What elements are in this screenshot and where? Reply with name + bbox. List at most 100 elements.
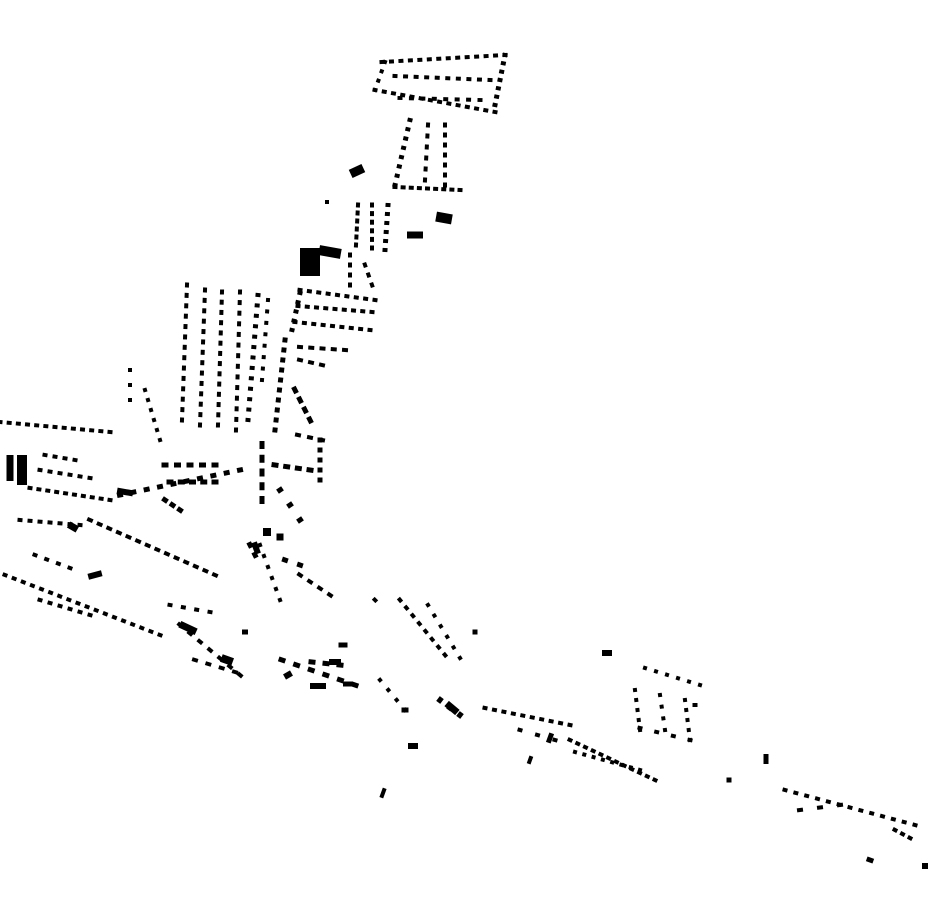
building xyxy=(400,145,407,151)
building xyxy=(80,493,87,499)
building xyxy=(336,676,345,684)
building xyxy=(6,420,12,426)
building xyxy=(466,77,472,82)
building xyxy=(306,467,314,473)
building xyxy=(803,793,810,799)
building xyxy=(664,672,670,678)
building xyxy=(116,487,134,497)
building xyxy=(317,467,323,473)
building xyxy=(392,73,398,79)
building xyxy=(307,666,316,674)
building xyxy=(96,521,104,528)
building xyxy=(151,417,157,423)
building xyxy=(371,596,379,604)
building xyxy=(199,370,205,376)
building xyxy=(311,321,317,327)
building xyxy=(259,468,265,477)
building xyxy=(500,60,507,66)
building xyxy=(398,58,404,64)
building xyxy=(294,465,303,472)
building xyxy=(178,621,198,635)
building xyxy=(293,309,299,314)
building xyxy=(661,716,666,721)
building xyxy=(670,733,677,739)
building xyxy=(27,518,33,524)
building xyxy=(36,486,42,492)
building xyxy=(634,697,639,703)
building xyxy=(251,541,261,555)
building xyxy=(344,293,350,299)
building xyxy=(319,346,326,351)
building xyxy=(179,417,185,423)
building xyxy=(182,334,188,340)
building xyxy=(184,303,189,309)
building xyxy=(836,802,844,808)
building xyxy=(33,423,40,428)
building xyxy=(291,385,299,395)
building xyxy=(436,56,442,61)
building xyxy=(372,297,378,303)
building xyxy=(167,602,173,608)
building xyxy=(283,670,293,680)
building xyxy=(236,466,244,474)
building xyxy=(662,727,668,733)
building xyxy=(491,707,498,713)
building xyxy=(557,720,564,726)
building xyxy=(443,172,447,178)
building xyxy=(198,401,203,407)
building xyxy=(482,705,488,711)
building xyxy=(181,365,187,371)
building xyxy=(107,429,113,435)
building xyxy=(348,282,352,288)
building xyxy=(396,596,404,604)
building xyxy=(252,334,258,339)
building xyxy=(31,552,39,558)
building xyxy=(237,310,242,316)
building xyxy=(382,59,388,65)
building xyxy=(87,475,93,481)
building xyxy=(651,777,659,783)
building xyxy=(265,297,271,303)
building xyxy=(483,53,489,59)
building xyxy=(145,397,151,403)
building xyxy=(906,835,914,841)
building xyxy=(259,496,265,504)
building xyxy=(306,578,314,585)
building xyxy=(423,166,428,172)
building xyxy=(301,320,308,326)
building xyxy=(235,363,240,369)
building xyxy=(682,697,688,703)
building xyxy=(201,567,209,574)
building xyxy=(424,186,431,191)
building xyxy=(186,462,194,468)
building xyxy=(269,575,275,581)
building xyxy=(231,669,239,675)
building xyxy=(128,368,132,372)
building xyxy=(264,320,269,326)
building xyxy=(454,97,460,102)
building xyxy=(552,737,558,743)
building xyxy=(443,132,447,138)
building xyxy=(87,570,103,580)
building xyxy=(248,376,254,381)
building xyxy=(57,470,63,476)
building xyxy=(71,492,78,498)
building xyxy=(70,426,77,431)
building xyxy=(402,74,409,79)
building xyxy=(281,347,287,353)
building xyxy=(510,711,517,717)
building xyxy=(316,290,322,295)
building xyxy=(236,671,244,679)
building xyxy=(295,299,301,305)
building xyxy=(416,620,423,627)
building xyxy=(1,572,9,578)
building xyxy=(286,501,294,509)
building xyxy=(433,186,439,191)
building xyxy=(330,347,337,352)
building xyxy=(526,755,534,765)
building xyxy=(211,462,219,468)
building xyxy=(196,638,204,646)
building xyxy=(200,339,206,345)
building xyxy=(148,407,154,413)
building xyxy=(128,398,132,402)
